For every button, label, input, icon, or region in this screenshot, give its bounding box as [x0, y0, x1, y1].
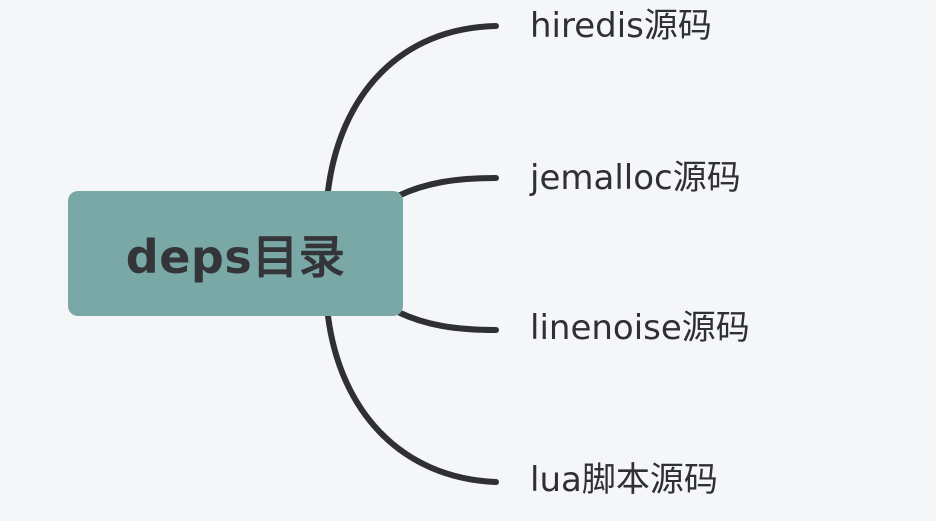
child-node-linenoise[interactable]: linenoise源码: [530, 308, 750, 348]
connector-jemalloc: [395, 175, 499, 199]
connector-linenoise: [395, 309, 499, 333]
child-node-hiredis[interactable]: hiredis源码: [530, 6, 712, 46]
connector-lua: [325, 313, 499, 485]
root-node[interactable]: deps目录: [68, 191, 403, 316]
child-node-jemalloc[interactable]: jemalloc源码: [530, 158, 741, 198]
connector-hiredis: [325, 23, 499, 194]
child-node-lua[interactable]: lua脚本源码: [530, 460, 718, 500]
root-node-label: deps目录: [125, 229, 346, 284]
